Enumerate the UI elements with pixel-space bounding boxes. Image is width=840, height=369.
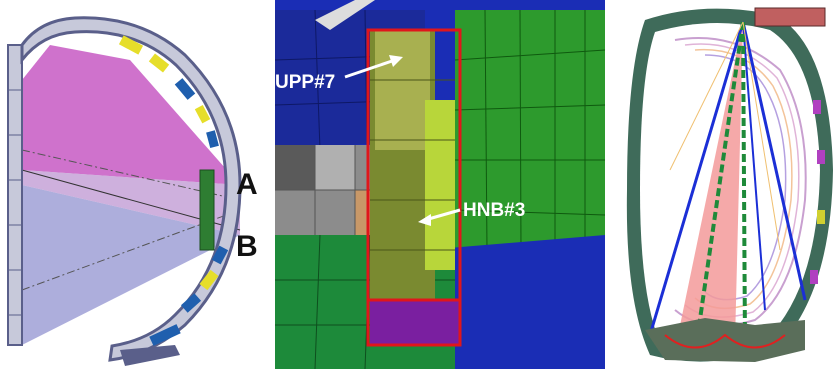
chord-lines-diagram	[626, 7, 833, 362]
left-cross-section-panel: A B	[0, 0, 275, 369]
middle-invessel-panel: UPP#7 HNB#3	[275, 0, 605, 369]
top-beam	[315, 0, 375, 30]
inboard-wall-segments	[8, 89, 22, 316]
wall-modules	[810, 100, 825, 284]
sightline-a	[21, 149, 241, 201]
invessel-view-diagram: UPP#7 HNB#3	[275, 0, 605, 369]
blue-floor-right	[425, 235, 605, 369]
gray-band-light	[315, 145, 355, 190]
fan-overlap	[22, 170, 240, 235]
port-upper	[375, 30, 430, 150]
right-chord-panel	[605, 0, 840, 369]
label-a: A	[236, 168, 258, 201]
outboard-blanket	[20, 16, 242, 362]
hnb-arrow-head	[418, 214, 431, 226]
green-wall	[455, 10, 605, 250]
chord-lines	[648, 21, 807, 346]
green-wall-grid	[454, 9, 605, 251]
gray-band-dark	[275, 145, 315, 190]
label-upp7: UPP#7	[275, 72, 335, 93]
port-grid	[370, 79, 455, 251]
divertor-lines	[664, 333, 786, 349]
fan-a	[22, 45, 240, 185]
diagnostic-port	[199, 169, 215, 251]
highlight-box	[366, 28, 462, 347]
left-cross-section-diagram: A B	[7, 16, 258, 366]
fan-b	[22, 185, 240, 345]
divertor	[645, 318, 805, 362]
port-side-lime	[425, 100, 455, 270]
label-hnb3: HNB#3	[463, 200, 525, 221]
upp-arrow-head	[389, 55, 403, 67]
top-port	[754, 7, 826, 27]
view-fan	[677, 22, 743, 342]
upp-arrow	[344, 58, 396, 79]
lower-port	[120, 345, 180, 366]
label-b: B	[236, 230, 258, 263]
outboard-modules	[118, 35, 229, 346]
purple-lower-segment	[370, 300, 460, 345]
